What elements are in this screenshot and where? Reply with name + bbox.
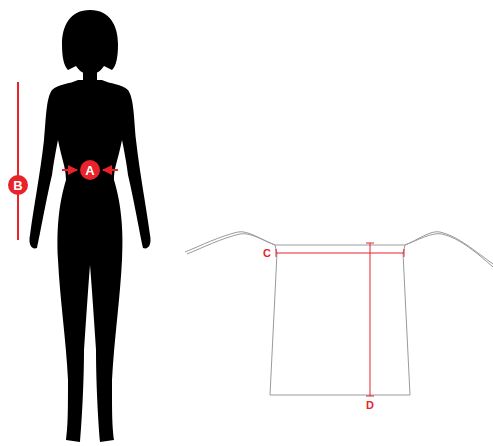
dimension-letter: D xyxy=(366,400,374,411)
apron-dimensions xyxy=(276,243,404,396)
dimension-letter: C xyxy=(263,248,271,259)
callout-text: A xyxy=(85,164,94,177)
body-silhouette xyxy=(29,10,150,442)
callout-letter: B xyxy=(8,175,28,195)
callout-letter: A xyxy=(80,160,100,180)
callout-text: B xyxy=(13,179,22,192)
apron-outline xyxy=(185,232,493,395)
measure-lines xyxy=(18,82,118,240)
